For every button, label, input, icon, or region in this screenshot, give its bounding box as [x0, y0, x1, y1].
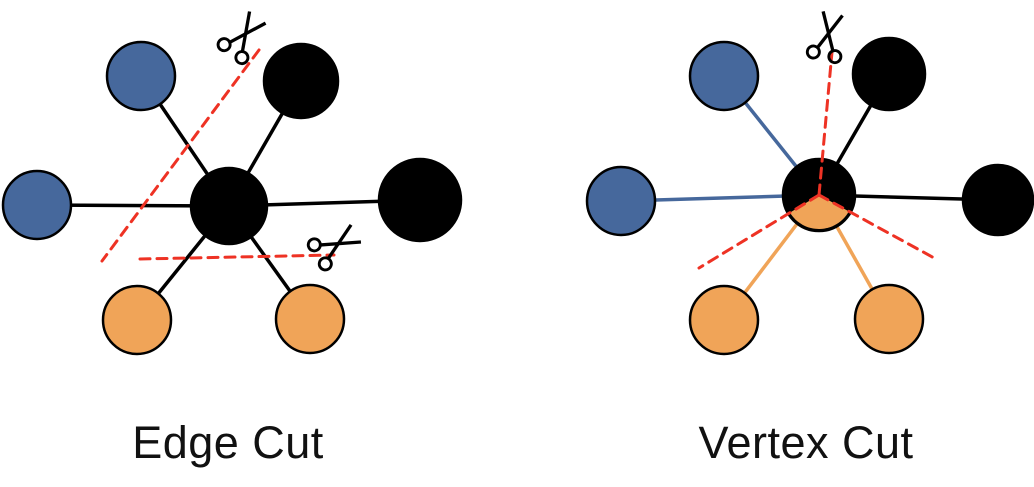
vertex-cut-panel: [585, 10, 1034, 356]
vertex-cut-node-orange-bottom-left: [688, 284, 760, 356]
vertex-cut-node-blue-top-left: [688, 40, 760, 112]
cut-dashed-line: [817, 193, 938, 261]
scissors-icon: [216, 11, 267, 66]
scissors-icon: [306, 223, 362, 272]
edge-cut-label: Edge Cut: [132, 417, 324, 468]
vertex-cut-node-orange-bottom-right: [853, 283, 925, 355]
edge-cut-node-black-right: [377, 157, 463, 243]
cut-dashed-line: [697, 193, 821, 270]
edge-cut-node-blue-left: [1, 169, 73, 241]
edge-cut-node-black-top-right: [262, 42, 340, 120]
cut-dashed-line: [138, 253, 336, 261]
vertex-cut-node-black-top-right: [851, 36, 927, 112]
scissors-icon: [805, 10, 844, 65]
cut-dashed-line: [100, 48, 261, 263]
edge-cut-node-orange-bottom-right: [274, 283, 346, 355]
edge-cut-node-blue-top-left: [105, 40, 177, 112]
edge-cut-panel: [1, 11, 463, 356]
vertex-cut-label: Vertex Cut: [698, 417, 913, 468]
cut-dashed-line: [817, 50, 834, 197]
edge-cut-center-node: [189, 166, 269, 246]
vertex-cut-node-black-right: [961, 163, 1034, 237]
edge-cut-node-orange-bottom-left: [101, 284, 173, 356]
vertex-cut-node-blue-left: [585, 165, 657, 237]
